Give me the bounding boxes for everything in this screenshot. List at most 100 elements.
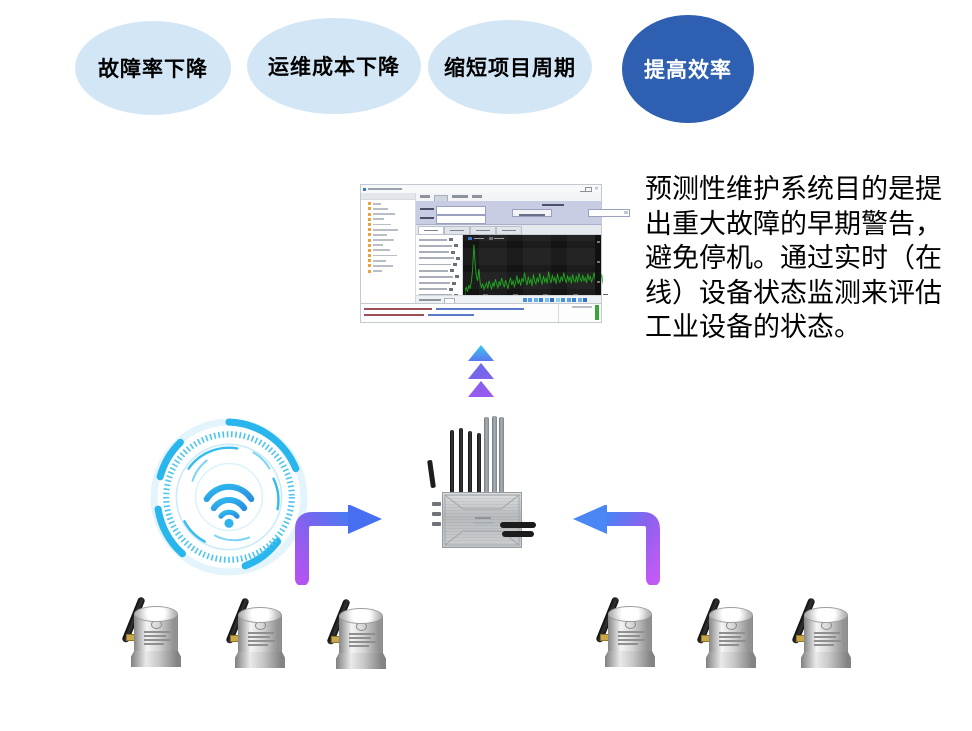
paragraph-line: 预测性维护系统目的是提 bbox=[645, 174, 942, 204]
tab-waveform[interactable] bbox=[418, 226, 444, 235]
log-line bbox=[364, 308, 524, 310]
window-title-text bbox=[368, 188, 402, 190]
query-button[interactable] bbox=[512, 209, 552, 217]
toolbar-icons[interactable] bbox=[522, 297, 587, 302]
label-line bbox=[719, 632, 745, 634]
chart-legend bbox=[468, 237, 504, 240]
toolbar-icon[interactable] bbox=[566, 297, 571, 302]
label-line bbox=[618, 631, 644, 633]
benefit-label: 缩短项目周期 bbox=[444, 57, 576, 80]
tree-row[interactable] bbox=[368, 212, 415, 216]
paragraph-line: 避免停机。通过实时（在 bbox=[645, 243, 942, 273]
form-label bbox=[542, 204, 564, 206]
toolbar-icon[interactable] bbox=[522, 297, 527, 302]
menu-item[interactable] bbox=[472, 195, 482, 198]
tree-row[interactable] bbox=[368, 264, 415, 268]
paragraph-line: 出重大故障的早期警告， bbox=[645, 208, 942, 239]
toolbar-icon[interactable] bbox=[572, 297, 576, 302]
status-text bbox=[419, 299, 441, 301]
label-line bbox=[814, 640, 841, 642]
vibration-sensor bbox=[696, 597, 756, 671]
record-row[interactable] bbox=[419, 287, 462, 291]
minimize-icon[interactable] bbox=[580, 187, 585, 192]
device-tree-panel[interactable] bbox=[361, 193, 416, 304]
form-input-1[interactable] bbox=[436, 206, 486, 215]
record-row[interactable] bbox=[419, 281, 462, 285]
label-line bbox=[248, 644, 268, 646]
tree-row[interactable] bbox=[368, 238, 415, 242]
record-row[interactable] bbox=[419, 238, 462, 242]
record-row[interactable] bbox=[419, 250, 462, 254]
tab-settings[interactable] bbox=[496, 226, 522, 235]
maximize-icon[interactable] bbox=[585, 187, 592, 192]
tree-row[interactable] bbox=[368, 217, 415, 221]
sensor-hex-nut bbox=[801, 652, 851, 668]
wifi-arc bbox=[203, 483, 255, 503]
sensor-hex-nut bbox=[336, 653, 386, 669]
antenna bbox=[477, 433, 481, 493]
tree-row[interactable] bbox=[368, 228, 415, 232]
tree-row[interactable] bbox=[368, 269, 415, 273]
antenna bbox=[492, 416, 497, 493]
benefit-bubble-failure-rate: 故障率下降 bbox=[75, 21, 231, 115]
vibration-sensor bbox=[121, 596, 181, 670]
connector bbox=[500, 522, 536, 528]
tree-row[interactable] bbox=[368, 259, 415, 263]
benefit-label: 故障率下降 bbox=[98, 58, 208, 81]
antenna bbox=[468, 431, 472, 493]
label-line bbox=[248, 632, 274, 634]
tree-row[interactable] bbox=[368, 248, 415, 252]
toolbar-icon[interactable] bbox=[577, 297, 582, 302]
label-line bbox=[349, 633, 375, 635]
benefit-label: 运维成本下降 bbox=[268, 56, 400, 79]
toolbar-icon[interactable] bbox=[550, 297, 554, 302]
benefit-label: 提高效率 bbox=[644, 59, 732, 82]
label-line bbox=[814, 644, 834, 646]
toolbar-icon[interactable] bbox=[539, 297, 543, 302]
record-row[interactable] bbox=[419, 269, 462, 273]
menu-item[interactable] bbox=[452, 195, 468, 198]
tree-row[interactable] bbox=[368, 254, 415, 258]
antenna bbox=[484, 417, 489, 493]
x-tick bbox=[483, 293, 488, 295]
menu-item[interactable] bbox=[420, 195, 430, 198]
benefit-bubble-project-cycle: 缩短项目周期 bbox=[428, 20, 592, 114]
record-row[interactable] bbox=[419, 262, 462, 266]
toolbar-icon[interactable] bbox=[528, 297, 532, 302]
port bbox=[432, 502, 441, 506]
tree-row[interactable] bbox=[368, 207, 415, 211]
tree-row[interactable] bbox=[368, 202, 415, 206]
log-panel bbox=[361, 303, 601, 322]
form-label bbox=[420, 217, 434, 219]
label-line bbox=[144, 643, 164, 645]
connector bbox=[502, 531, 534, 537]
vibration-sensor bbox=[225, 597, 285, 671]
toolbar-icon[interactable] bbox=[555, 297, 560, 302]
toolbar-icon[interactable] bbox=[561, 297, 565, 302]
upload-triangle-icon bbox=[468, 363, 494, 379]
tree-row[interactable] bbox=[368, 222, 415, 226]
tab-spectrum[interactable] bbox=[444, 226, 470, 235]
toolbar-icon[interactable] bbox=[583, 297, 587, 302]
toolbar-icon[interactable] bbox=[544, 297, 549, 302]
app-icon bbox=[363, 187, 366, 191]
sensor-top-cap bbox=[709, 607, 753, 623]
wireless-gateway bbox=[427, 408, 544, 550]
tree-row[interactable] bbox=[368, 243, 415, 247]
toolbar-icon[interactable] bbox=[533, 297, 538, 302]
record-row[interactable] bbox=[419, 244, 462, 248]
record-list-panel[interactable] bbox=[416, 235, 463, 296]
close-icon[interactable]: ✕ bbox=[594, 186, 599, 192]
level-indicator-bar bbox=[595, 305, 599, 320]
form-dropdown[interactable] bbox=[588, 209, 630, 217]
tab-analysis[interactable] bbox=[470, 226, 496, 235]
tree-row[interactable] bbox=[368, 233, 415, 237]
sensor-top-cap bbox=[339, 608, 383, 624]
paragraph-line: 线）设备状态监测来评估 bbox=[645, 277, 942, 308]
port bbox=[432, 522, 441, 526]
label-line bbox=[349, 637, 371, 639]
form-input-2[interactable] bbox=[436, 215, 486, 224]
record-row[interactable] bbox=[419, 275, 462, 279]
record-row[interactable] bbox=[419, 256, 462, 260]
